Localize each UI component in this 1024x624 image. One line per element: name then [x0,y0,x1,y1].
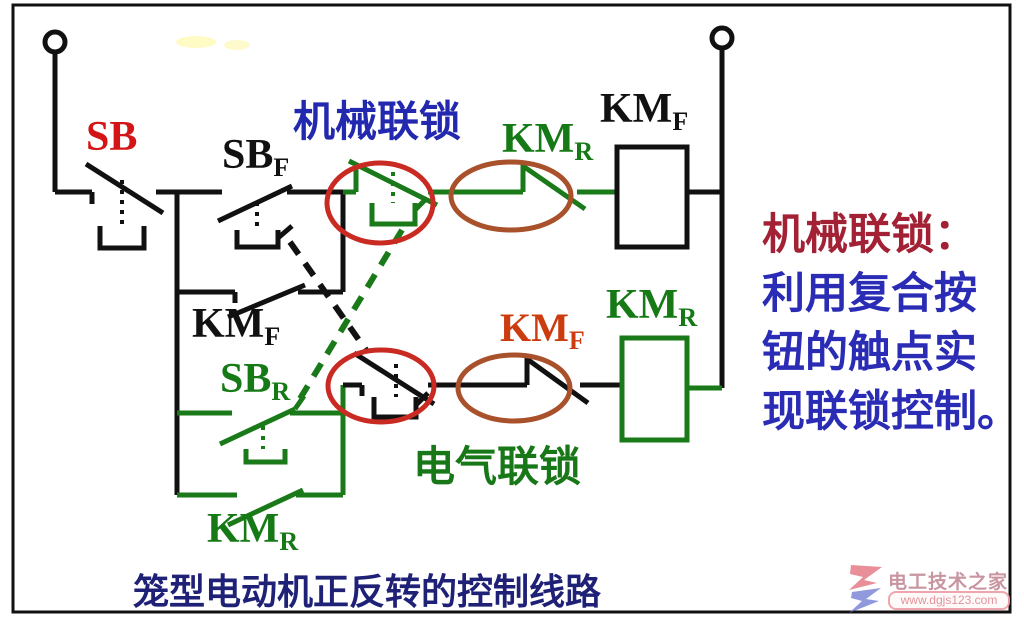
highlight-ellipse-electrical-top [448,159,574,233]
highlight-ellipse-mechanical-top [324,160,436,246]
kmr-coil [619,335,690,443]
left-supply-terminal [42,29,68,192]
note-line: 钮的触点实 [762,330,977,377]
sbf-mechanical-linkage-dashed [287,240,369,352]
mechanical-interlock-note: 机械联锁： 利用复合按 钮的触点实 现联锁控制。 [762,206,1022,442]
label-sbf: SBF [222,132,290,182]
note-line: 现联锁控制。 [762,389,1020,436]
note-heading: 机械联锁： [762,212,977,259]
label-mechanical-interlock: 机械联锁 [293,100,462,146]
sbr-mechanical-linkage-dashed [295,228,405,404]
label-kmf-latch-contact: KMF [192,301,281,351]
watermark-site-name: 电工技术之家 [888,572,1009,593]
diagram-caption: 笼型电动机正反转的控制线路 [133,572,602,612]
label-kmr-coil: KMR [606,282,698,332]
reverse-button-sbr-no-contact [177,394,343,465]
sb-button-cap [97,226,147,251]
highlight-ellipse-electrical-bottom [455,352,573,424]
kmr-latch-no-contact [177,487,343,528]
sbr-button-cap [243,449,288,465]
label-sb: SB [86,114,138,160]
kmf-coil [614,144,690,250]
watermark-logo-icon [849,565,882,613]
stop-button-sb-nc-contact [55,161,222,251]
label-kmf-interlock-contact: KMF [500,305,585,355]
watermark-site-url: www.dgjs123.com [888,591,1010,610]
label-sbr: SBR [220,356,291,406]
image-frame [11,3,1012,614]
sbr-nc-button-cap [369,203,418,227]
kmf-nc-interlock-contact [524,356,622,406]
sbf-button-cap [234,230,281,250]
label-electrical-interlock: 电气联锁 [413,445,582,491]
sbf-nc-button-cap [371,397,419,420]
kmr-nc-interlock-contact [520,163,617,212]
forward-button-sbf-no-contact [216,183,343,250]
sbf-nc-interlock-contact [343,350,527,420]
smudge-artifacts [176,36,250,50]
highlight-ellipse-mechanical-bottom [325,347,437,425]
label-kmr-interlock-contact: KMR [502,116,594,166]
note-line: 利用复合按 [762,271,977,318]
right-supply-terminal [709,25,735,388]
sbr-nc-interlock-contact [343,158,523,227]
label-kmr-latch-contact: KMR [207,506,299,556]
label-kmf-coil: KMF [600,86,689,136]
kmf-latch-no-contact [177,282,343,320]
